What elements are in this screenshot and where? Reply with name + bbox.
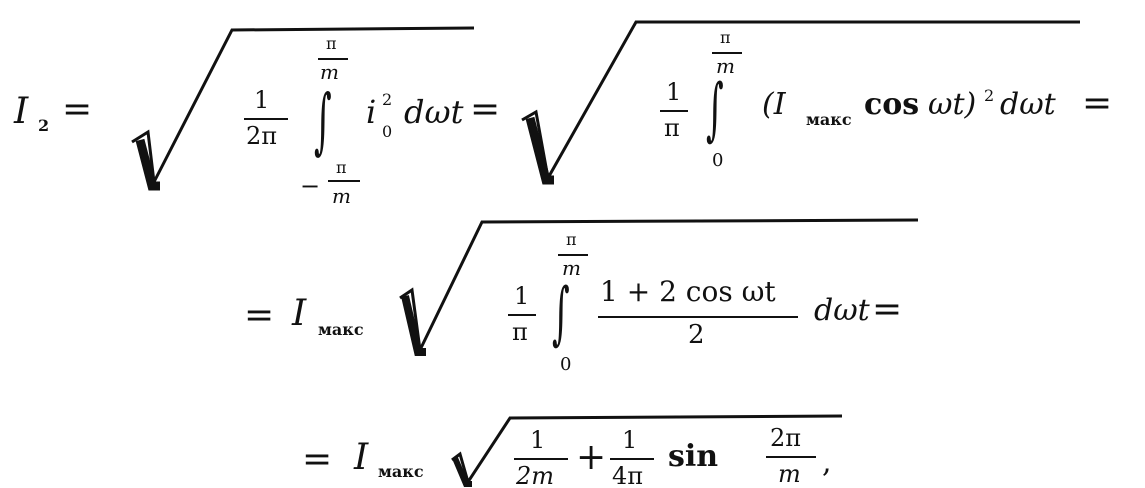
equals-sign: =	[302, 439, 333, 480]
lhs-subscript: 2	[38, 116, 50, 135]
integral-sign: ∫	[314, 79, 332, 164]
fraction-bar	[660, 110, 688, 112]
integral-lower-minus: −	[300, 172, 321, 200]
equals-sign: =	[1082, 83, 1113, 124]
fraction-bar	[712, 52, 742, 54]
big-fraction-denominator: 2	[688, 320, 705, 350]
fraction-bar	[244, 118, 288, 120]
integral-sign: ∫	[706, 70, 724, 150]
fraction-bar	[328, 180, 360, 182]
fraction-numerator: 1	[254, 86, 270, 114]
equals-sign: =	[62, 89, 93, 130]
differential: dωt	[1000, 87, 1056, 122]
integrand-open: (I	[762, 87, 786, 122]
integral-upper-denominator: m	[320, 60, 339, 84]
integrand-superscript: 2	[984, 86, 995, 105]
integral-lower-numerator: π	[336, 158, 347, 177]
integral-upper-denominator: m	[716, 54, 735, 78]
equals-sign: =	[244, 295, 275, 336]
fraction-numerator: 1	[530, 426, 546, 454]
integral-lower-limit: 0	[560, 354, 572, 375]
integral-lower-denominator: m	[332, 184, 351, 208]
integrand-superscript: 2	[382, 90, 393, 109]
fraction-bar	[558, 254, 588, 256]
integrand-current: i	[366, 93, 377, 131]
fraction-numerator: 1	[666, 78, 682, 106]
fraction-denominator: π	[664, 114, 680, 142]
integrand-subscript: 0	[382, 122, 393, 141]
differential: dωt	[814, 293, 870, 328]
equals-sign: =	[470, 89, 501, 130]
integral-upper-numerator: π	[326, 34, 337, 53]
fraction-bar	[514, 458, 568, 460]
radical-2	[521, 20, 1080, 183]
integrand-argument: ωt)	[928, 87, 977, 122]
fraction-bar	[318, 58, 348, 60]
lhs-current-symbol: I	[14, 91, 29, 132]
integral-upper-denominator: m	[562, 256, 581, 280]
fraction-denominator: 2m	[516, 462, 555, 488]
max-current-subscript: макс	[318, 320, 364, 339]
fraction-denominator: 2π	[246, 122, 278, 150]
equals-sign: =	[872, 289, 903, 330]
integral-lower-limit: 0	[712, 150, 724, 171]
max-current-symbol: I	[292, 293, 307, 334]
integral-upper-numerator: π	[566, 230, 577, 249]
cosine-function: cos	[864, 87, 920, 122]
fraction-numerator: 2π	[770, 424, 802, 452]
comma: ,	[822, 445, 832, 480]
fraction-denominator: 4π	[612, 462, 644, 488]
fraction-bar	[508, 314, 536, 316]
integral-sign: ∫	[552, 274, 570, 354]
fraction-bar	[610, 458, 654, 460]
differential: dωt	[404, 93, 464, 131]
big-fraction-numerator: 1 + 2 cos ωt	[600, 275, 776, 308]
fraction-numerator: 1	[514, 282, 530, 310]
fraction-bar	[598, 316, 798, 318]
integrand-subscript: макс	[806, 110, 852, 129]
fraction-denominator: π	[512, 318, 528, 346]
plus-sign: +	[576, 437, 607, 478]
fraction-numerator: 1	[622, 426, 638, 454]
integral-upper-numerator: π	[720, 28, 731, 47]
fraction-bar	[766, 456, 816, 458]
max-current-symbol: I	[354, 437, 369, 478]
sine-function: sin	[668, 439, 719, 474]
max-current-subscript: макс	[378, 462, 424, 481]
fraction-denominator: m	[778, 460, 801, 488]
